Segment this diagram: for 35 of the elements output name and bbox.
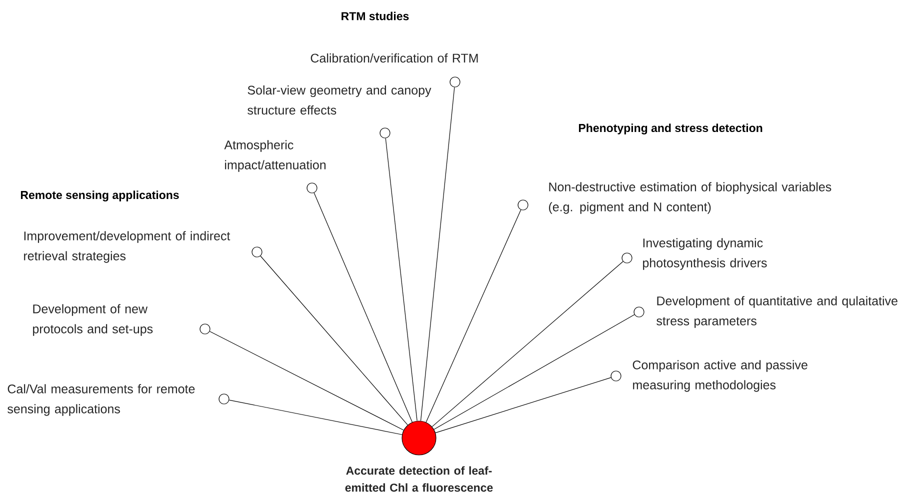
connector-line (385, 138, 418, 422)
connector-line (420, 86, 455, 422)
item-label: Comparison active and passive measuring methodologies (632, 360, 808, 392)
endpoint-circle (380, 128, 390, 138)
group-heading: RTM studies (342, 12, 409, 20)
item-label: Improvement/development of indirect retrieval strategies (24, 231, 230, 263)
item-label: Development of new protocols and set-ups (33, 304, 153, 336)
endpoint-circle (622, 252, 632, 264)
item-label: Investigating dynamic photosynthesis drivers (643, 238, 767, 270)
item-label: Solar-view geometry and canopy structure effects (248, 85, 432, 115)
connector-line (435, 377, 612, 434)
item-label: Calibration/verification of RTM (310, 53, 478, 63)
main-label: Accurate detection of leaf-emitted Chl a fluorescence (345, 466, 493, 492)
endpoint-circle (218, 394, 230, 404)
endpoint-circle (252, 246, 262, 258)
endpoint-circle (306, 182, 318, 194)
connector-line (432, 261, 624, 427)
connector-line (426, 210, 522, 422)
connector-line (434, 314, 635, 430)
endpoint-circle (634, 306, 644, 318)
item-label: Non-destructive estimation of biophysical variables (e.g. pigment and N content) (548, 182, 832, 214)
endpoint-circle (610, 370, 622, 382)
connector-line (314, 192, 412, 422)
endpoint-circle (200, 324, 210, 334)
endpoint-circle (450, 76, 460, 88)
item-label: Development of quantitative and qulaitative stress parameters (656, 296, 898, 328)
item-label: Cal/Val measurements for remote sensing applications (8, 384, 195, 416)
group-heading: Remote sensing applications (20, 190, 179, 202)
endpoint-circle (518, 200, 528, 210)
connector-line (260, 256, 408, 426)
connector-line (228, 400, 402, 435)
center-circle (402, 420, 436, 456)
group-heading: Phenotyping and stress detection (578, 124, 762, 134)
item-label: Atmospheric impact/attenuation (224, 140, 326, 172)
connector-line (209, 331, 404, 430)
